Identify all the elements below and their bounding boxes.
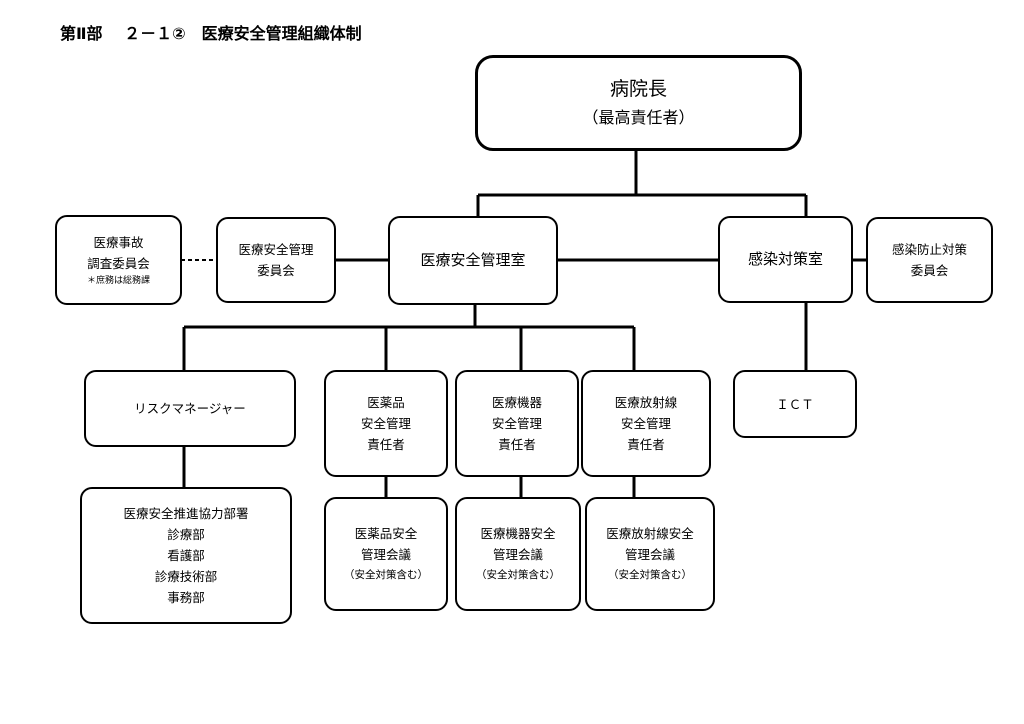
accident-committee-line1: 医療事故 [93,235,144,250]
drug-manager-line1: 医薬品 [367,395,405,410]
device-meeting-line2: 管理会議 [492,546,543,562]
ict-label: ＩＣＴ [776,396,814,412]
device-meeting-line1: 医療機器安全 [480,525,556,541]
ict-box: ＩＣＴ [733,370,857,438]
accident-committee-box: 医療事故 調査委員会 ＊庶務は総務課 [55,215,182,305]
safety-committee-line1: 医療安全管理 [238,242,314,257]
safety-office-box: 医療安全管理室 [388,216,558,305]
accident-committee-line2: 調査委員会 [87,256,150,271]
device-manager-box: 医療機器 安全管理 責任者 [455,370,579,477]
radiation-meeting-line3: （安全対策含む） [608,568,692,581]
radiation-manager-line3: 責任者 [627,437,665,452]
drug-meeting-line3: （安全対策含む） [344,568,428,581]
risk-manager-label: リスクマネージャー [134,401,246,416]
drug-manager-box: 医薬品 安全管理 責任者 [324,370,448,477]
risk-manager-box: リスクマネージャー [84,370,296,447]
cooperating-depts-line5: 事務部 [167,590,205,605]
radiation-meeting-line1: 医療放射線安全 [606,525,694,541]
drug-meeting-line2: 管理会議 [360,546,411,562]
page-title: 第Ⅱ部 ２－１② 医療安全管理組織体制 [60,24,362,43]
device-meeting-box: 医療機器安全 管理会議 （安全対策含む） [455,497,581,611]
cooperating-depts-box: 医療安全推進協力部署 診療部 看護部 診療技術部 事務部 [80,487,292,624]
safety-committee-line2: 委員会 [257,263,295,278]
director-subtitle: （最高責任者） [582,108,695,127]
drug-meeting-box: 医薬品安全 管理会議 （安全対策含む） [324,497,448,611]
radiation-manager-line1: 医療放射線 [614,395,678,410]
device-meeting-line3: （安全対策含む） [476,568,560,581]
safety-committee-box: 医療安全管理 委員会 [216,217,336,303]
infection-office-label: 感染対策室 [747,250,823,268]
radiation-meeting-box: 医療放射線安全 管理会議 （安全対策含む） [585,497,715,611]
drug-meeting-line1: 医薬品安全 [354,525,418,541]
cooperating-depts-line4: 診療技術部 [154,569,218,584]
infection-committee-box: 感染防止対策 委員会 [866,217,993,303]
drug-manager-line3: 責任者 [367,437,405,452]
radiation-meeting-line2: 管理会議 [624,546,675,562]
radiation-manager-line2: 安全管理 [620,416,671,431]
cooperating-depts-line3: 看護部 [167,548,205,563]
accident-committee-note: ＊庶務は総務課 [86,276,150,286]
device-manager-line1: 医療機器 [491,395,542,410]
drug-manager-line2: 安全管理 [360,416,411,431]
director-box: 病院長 （最高責任者） [475,55,802,151]
director-title: 病院長 [609,78,667,100]
device-manager-line2: 安全管理 [491,416,542,431]
cooperating-depts-line2: 診療部 [167,527,205,542]
radiation-manager-box: 医療放射線 安全管理 責任者 [581,370,711,477]
infection-office-box: 感染対策室 [718,216,853,303]
device-manager-line3: 責任者 [498,437,536,452]
cooperating-depts-line1: 医療安全推進協力部署 [123,506,249,521]
infection-committee-line1: 感染防止対策 [891,242,967,257]
safety-office-label: 医療安全管理室 [420,251,526,269]
infection-committee-line2: 委員会 [910,263,949,278]
